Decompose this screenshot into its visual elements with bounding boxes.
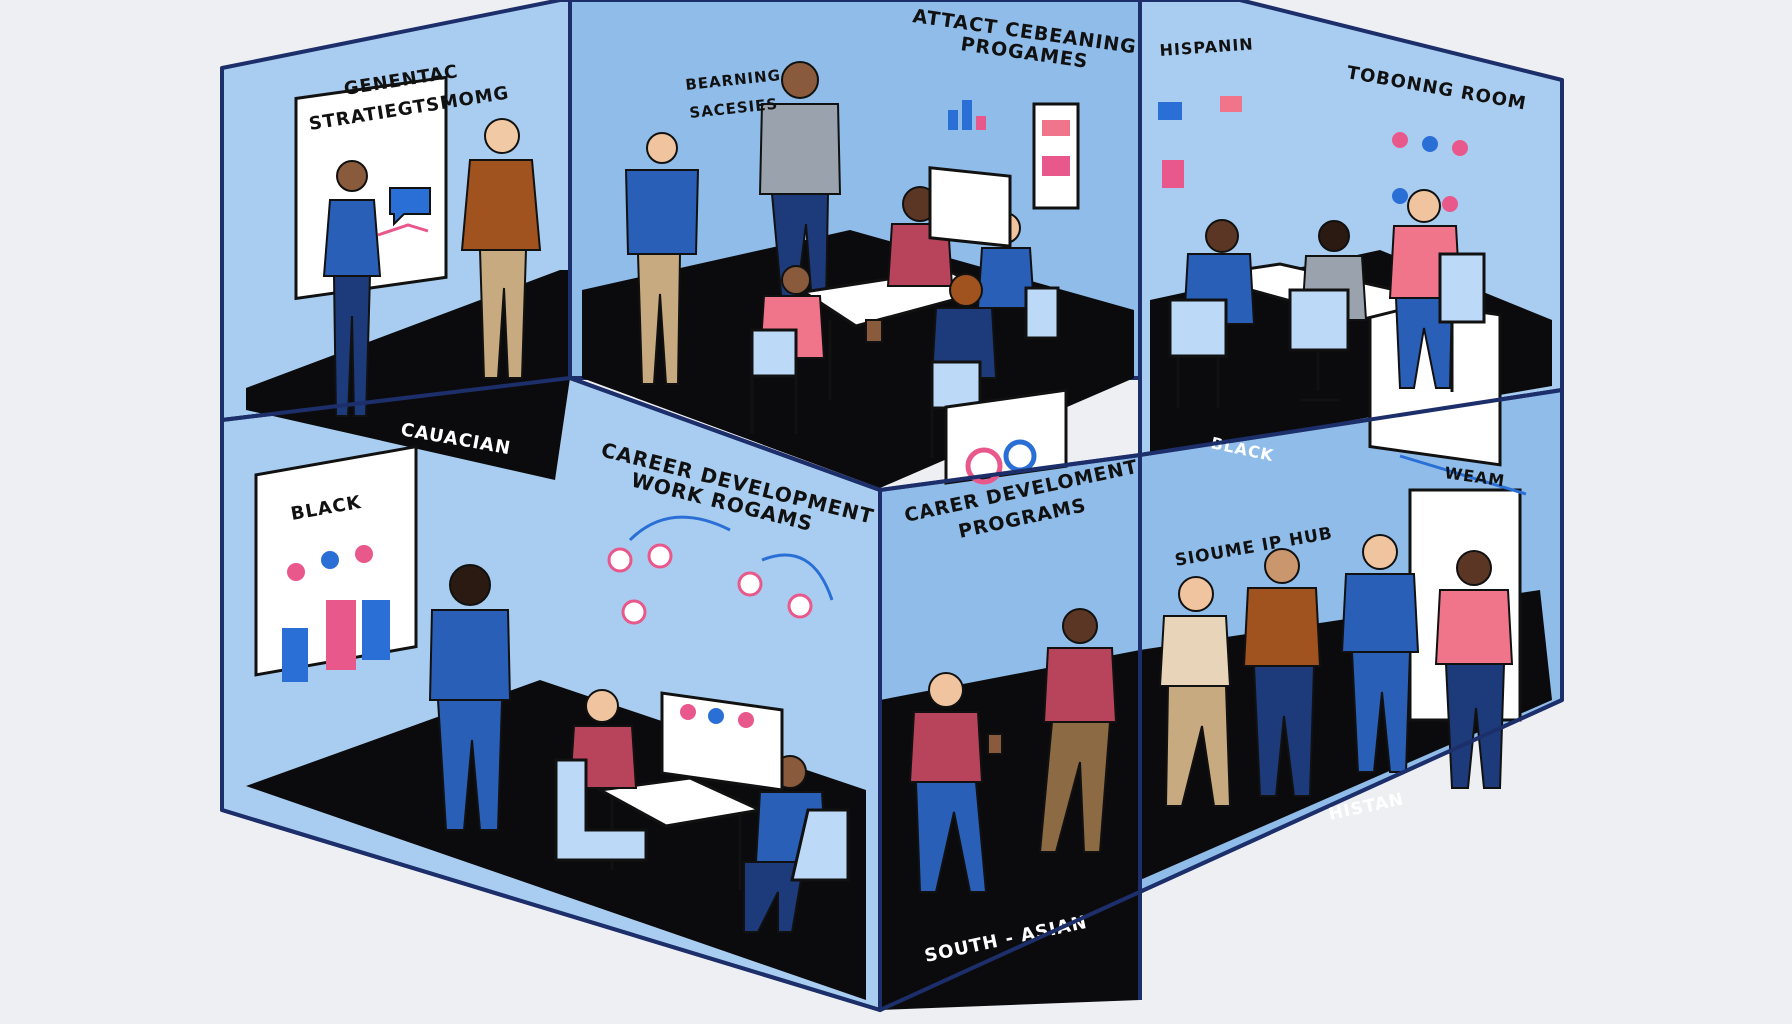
person-legs (914, 781, 988, 893)
coffee-cup (987, 733, 1003, 755)
program-board (928, 166, 1012, 248)
clipboard-item (1042, 120, 1070, 136)
board-card (282, 628, 308, 682)
sticky-note (1220, 96, 1242, 112)
node-person-icon (787, 593, 813, 619)
person-head (1407, 189, 1441, 223)
person-head (646, 132, 678, 164)
board-figure (1392, 188, 1408, 204)
board-card (326, 600, 356, 670)
person-head (585, 689, 619, 723)
person-head (949, 273, 983, 307)
board-figure (287, 563, 305, 581)
chair (554, 758, 648, 862)
person-head (1205, 219, 1239, 253)
person-body (460, 159, 542, 251)
chair (1168, 298, 1228, 408)
person-legs (1444, 663, 1506, 789)
person-head (1178, 576, 1214, 612)
board-card (362, 600, 390, 660)
chart-line (377, 223, 429, 237)
person-head (1062, 608, 1098, 644)
chair (1024, 286, 1060, 340)
person-head (928, 672, 964, 708)
person-body (428, 609, 512, 701)
room-hub: SIOUME IP HUB WEAM HISTAN (1140, 454, 1552, 880)
chair (790, 808, 850, 882)
person-body (1434, 589, 1514, 665)
photo-board (660, 691, 784, 792)
sticky-note (1162, 160, 1184, 188)
person-head (1362, 534, 1398, 570)
node-person-icon (607, 547, 633, 573)
person-legs (1350, 651, 1412, 773)
clipboard-item (1042, 156, 1070, 176)
person-head (1318, 220, 1350, 252)
chair (1288, 288, 1350, 402)
speech-bubble-icon (389, 187, 431, 227)
board-chart-bar (962, 100, 972, 130)
person-legs (1038, 721, 1112, 853)
person-head (1456, 550, 1492, 586)
outline-edges (220, 0, 1564, 1012)
person-body (1242, 587, 1322, 667)
person-body (1158, 615, 1232, 687)
node-person-icon (647, 543, 673, 569)
board-figure (738, 712, 754, 728)
person-legs (436, 699, 504, 831)
board-chart-bar (948, 110, 958, 130)
chair (750, 328, 798, 434)
person-body (322, 199, 382, 277)
flow-arrow (628, 515, 731, 542)
person-head (484, 118, 520, 154)
person-head (449, 564, 491, 606)
person-head (336, 160, 368, 192)
person-body (1042, 647, 1118, 723)
board-figure (355, 545, 373, 563)
board-figure (1442, 196, 1458, 212)
node-person-icon (737, 571, 763, 597)
board-chart-bar (976, 116, 986, 130)
person-legs (478, 249, 528, 379)
room-strategy: GENENTAC STRATIEGTSMOMG CAUACIAN (246, 61, 570, 480)
flow-arrow (761, 553, 834, 601)
person-body (908, 711, 984, 783)
gear-icon (965, 447, 1003, 485)
person-head (1264, 548, 1300, 584)
coffee-cup (865, 319, 883, 343)
board-figure (1422, 136, 1438, 152)
person-body (758, 103, 842, 195)
person-legs (636, 253, 682, 385)
board-figure (321, 551, 339, 569)
person-body (1340, 573, 1420, 653)
chair (1438, 252, 1486, 392)
sticky-note (1158, 102, 1182, 120)
board-figure (708, 708, 724, 724)
board-figure (680, 704, 696, 720)
person-head (781, 61, 819, 99)
board-figure (1392, 132, 1408, 148)
person-legs (1252, 665, 1316, 797)
person-body (624, 169, 700, 255)
double-arrow (1399, 454, 1527, 496)
room-tutoring: HISPANIN TOBONNG ROOM BLACK (1150, 34, 1552, 467)
node-person-icon (621, 599, 647, 625)
person-legs (332, 275, 372, 417)
person-legs (1164, 685, 1232, 807)
person-head (781, 265, 811, 295)
board-figure (1452, 140, 1468, 156)
